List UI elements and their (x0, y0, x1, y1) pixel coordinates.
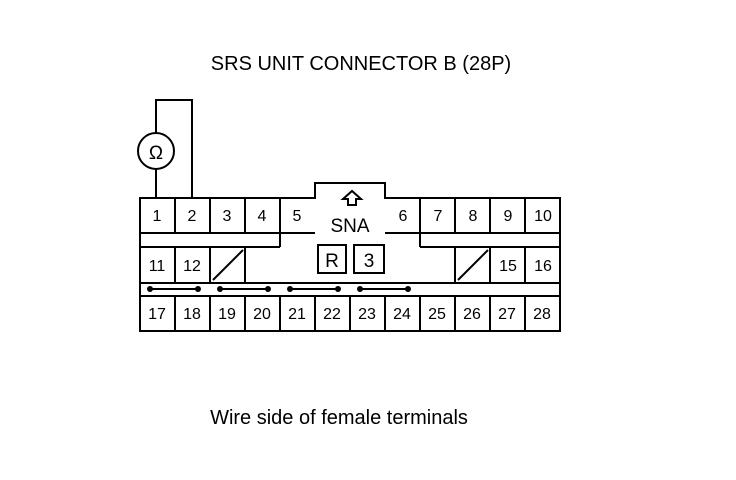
pin-label: 1 (153, 208, 162, 225)
pin-label: 12 (183, 258, 201, 275)
ohmmeter-icon: Ω (137, 132, 175, 170)
box-r-label: R (325, 251, 339, 272)
pin-label: 9 (504, 208, 513, 225)
pin-label: 28 (533, 306, 551, 323)
pin-row-1: 1 2 3 4 5 6 7 8 9 10 (153, 208, 552, 225)
pin-label: 4 (258, 208, 267, 225)
pin-label: 3 (223, 208, 232, 225)
pin-label: 7 (434, 208, 443, 225)
notch-label: SNA (330, 216, 369, 237)
pin-label: 22 (323, 306, 341, 323)
box-3 (353, 244, 385, 274)
pin-row-2: 11 12 15 16 (149, 258, 552, 275)
pin-label: 21 (288, 306, 306, 323)
pin-label: 10 (534, 208, 552, 225)
pin-label: 26 (463, 306, 481, 323)
pin-label: 5 (293, 208, 302, 225)
ohm-symbol: Ω (149, 143, 163, 164)
pin-label: 24 (393, 306, 411, 323)
diagram-caption: Wire side of female terminals (210, 407, 468, 429)
pin-label: 15 (499, 258, 517, 275)
pin-label: 16 (534, 258, 552, 275)
diagram-title: SRS UNIT CONNECTOR B (28P) (211, 53, 511, 75)
pin-label: 11 (149, 258, 166, 275)
pin-label: 6 (399, 208, 408, 225)
empty-cavity-14 (457, 249, 489, 281)
pin-row-3: 17 18 19 20 21 22 23 24 25 26 27 28 (148, 306, 551, 323)
box-3-label: 3 (364, 251, 375, 272)
pin-label: 19 (218, 306, 236, 323)
empty-cavity-13 (212, 249, 244, 281)
pin-label: 18 (183, 306, 201, 323)
pin-label: 23 (358, 306, 376, 323)
pin-label: 8 (469, 208, 478, 225)
connector-body (139, 182, 561, 332)
shorting-bars (147, 286, 411, 292)
pin-label: 27 (498, 306, 516, 323)
pin-label: 2 (188, 208, 197, 225)
pin-label: 17 (148, 306, 166, 323)
pin-label: 25 (428, 306, 446, 323)
box-r (317, 244, 347, 274)
up-arrow-icon (340, 189, 364, 206)
pin-label: 20 (253, 306, 271, 323)
ohmmeter-wires (155, 99, 193, 198)
